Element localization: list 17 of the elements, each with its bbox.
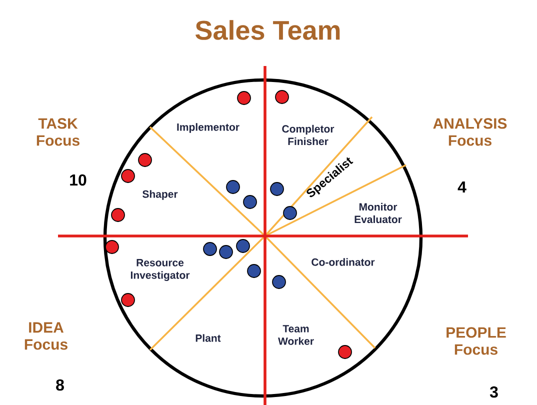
score-number: 10 <box>70 174 86 186</box>
focus-label: TASK Focus <box>36 118 80 146</box>
role-label: Team Worker <box>278 325 314 345</box>
role-label: Completor Finisher <box>282 124 334 146</box>
role-label: Monitor Evaluator <box>354 202 402 224</box>
role-label: Plant <box>196 334 221 342</box>
score-number: 3 <box>490 386 498 398</box>
focus-label: PEOPLE Focus <box>446 327 506 355</box>
title: Sales Team <box>196 20 340 40</box>
role-label: Resource Investigator <box>130 259 190 281</box>
focus-label: IDEA Focus <box>24 322 68 350</box>
focus-label: ANALYSIS Focus <box>433 118 507 146</box>
role-label: Co-ordinator <box>312 258 375 266</box>
role-label: Implementor <box>177 123 240 133</box>
score-number: 4 <box>458 182 466 192</box>
score-number: 8 <box>56 379 64 391</box>
role-label: Shaper <box>142 190 178 200</box>
